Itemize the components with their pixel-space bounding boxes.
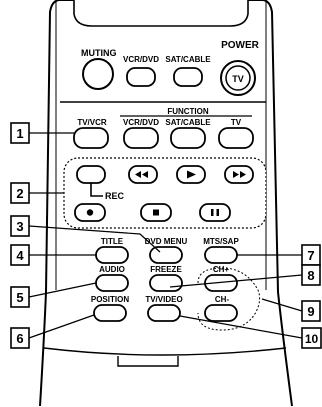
callout-4: 4 — [10, 244, 30, 266]
callout-8: 8 — [301, 264, 321, 286]
leader-lines — [28, 132, 303, 339]
channel-group-outline — [197, 267, 261, 331]
sat-cable-power-label: SAT/CABLE — [165, 55, 211, 64]
tv-power-label: TV — [232, 74, 244, 84]
svg-text:3: 3 — [16, 219, 23, 234]
power-label: POWER — [221, 40, 260, 51]
callout-7: 7 — [301, 244, 321, 266]
svg-text:2: 2 — [16, 186, 23, 201]
ch-minus-label: CH- — [215, 295, 230, 304]
dvd-menu-button[interactable] — [149, 246, 183, 264]
mts-sap-label: MTS/SAP — [203, 237, 239, 246]
vcr-dvd-power-label: VCR/DVD — [123, 55, 159, 64]
vcr-dvd-function-label: VCR/DVD — [123, 118, 159, 127]
rewind-icon — [135, 171, 148, 178]
tv-power-button-ring — [225, 65, 251, 91]
title-button[interactable] — [95, 246, 129, 264]
fast-forward-icon — [233, 171, 246, 178]
tv-function-label: TV — [231, 118, 242, 127]
ch-plus-label: CH+ — [213, 265, 230, 274]
svg-text:1: 1 — [16, 126, 23, 141]
play-icon — [187, 170, 196, 179]
tv-video-label: TV/VIDEO — [145, 295, 182, 304]
dvd-menu-label: DVD MENU — [145, 237, 188, 246]
tv-video-button[interactable] — [147, 304, 181, 322]
ch-plus-button[interactable] — [204, 274, 238, 292]
callout-9: 9 — [301, 300, 321, 322]
audio-label: AUDIO — [99, 265, 125, 274]
svg-text:7: 7 — [307, 248, 314, 263]
callout-5: 5 — [10, 286, 30, 308]
callout-3: 3 — [10, 215, 30, 237]
svg-text:8: 8 — [307, 268, 314, 283]
position-label: POSITION — [91, 295, 129, 304]
callout-1: 1 — [10, 122, 30, 144]
muting-button[interactable] — [82, 58, 114, 90]
stop-icon — [153, 209, 159, 216]
mts-sap-button[interactable] — [204, 246, 238, 264]
svg-text:5: 5 — [16, 290, 23, 305]
svg-text:10: 10 — [305, 332, 319, 346]
record-icon — [86, 209, 94, 216]
rec-label: REC — [105, 191, 125, 201]
blank-transport-button[interactable] — [76, 165, 106, 184]
sat-cable-function-label: SAT/CABLE — [165, 118, 211, 127]
svg-text:6: 6 — [16, 331, 23, 346]
sat-cable-power-button[interactable] — [173, 67, 203, 87]
remote-top-cap — [73, 0, 249, 27]
position-button[interactable] — [93, 304, 127, 322]
muting-label: MUTING — [81, 48, 117, 58]
callout-10: 10 — [301, 327, 322, 349]
remote-inner-ridge — [55, 0, 267, 290]
tv-function-button[interactable] — [218, 127, 254, 149]
rec-connector — [90, 183, 103, 197]
svg-text:4: 4 — [16, 248, 24, 263]
sat-cable-function-button[interactable] — [170, 127, 206, 149]
title-label: TITLE — [101, 237, 124, 246]
pause-button[interactable] — [199, 203, 231, 222]
vcr-dvd-function-button[interactable] — [123, 127, 159, 149]
freeze-button[interactable] — [149, 274, 183, 292]
tv-vcr-label: TV/VCR — [77, 118, 107, 127]
ch-minus-button[interactable] — [204, 304, 238, 322]
pause-icon — [211, 209, 219, 216]
callout-2: 2 — [10, 182, 30, 204]
tv-vcr-button[interactable] — [73, 127, 109, 149]
battery-hatch — [43, 347, 287, 367]
vcr-dvd-power-button[interactable] — [126, 67, 156, 87]
callout-6: 6 — [10, 327, 30, 349]
svg-text:9: 9 — [307, 304, 314, 319]
function-header: FUNCTION — [167, 107, 209, 116]
audio-button[interactable] — [95, 274, 129, 292]
freeze-label: FREEZE — [150, 265, 182, 274]
